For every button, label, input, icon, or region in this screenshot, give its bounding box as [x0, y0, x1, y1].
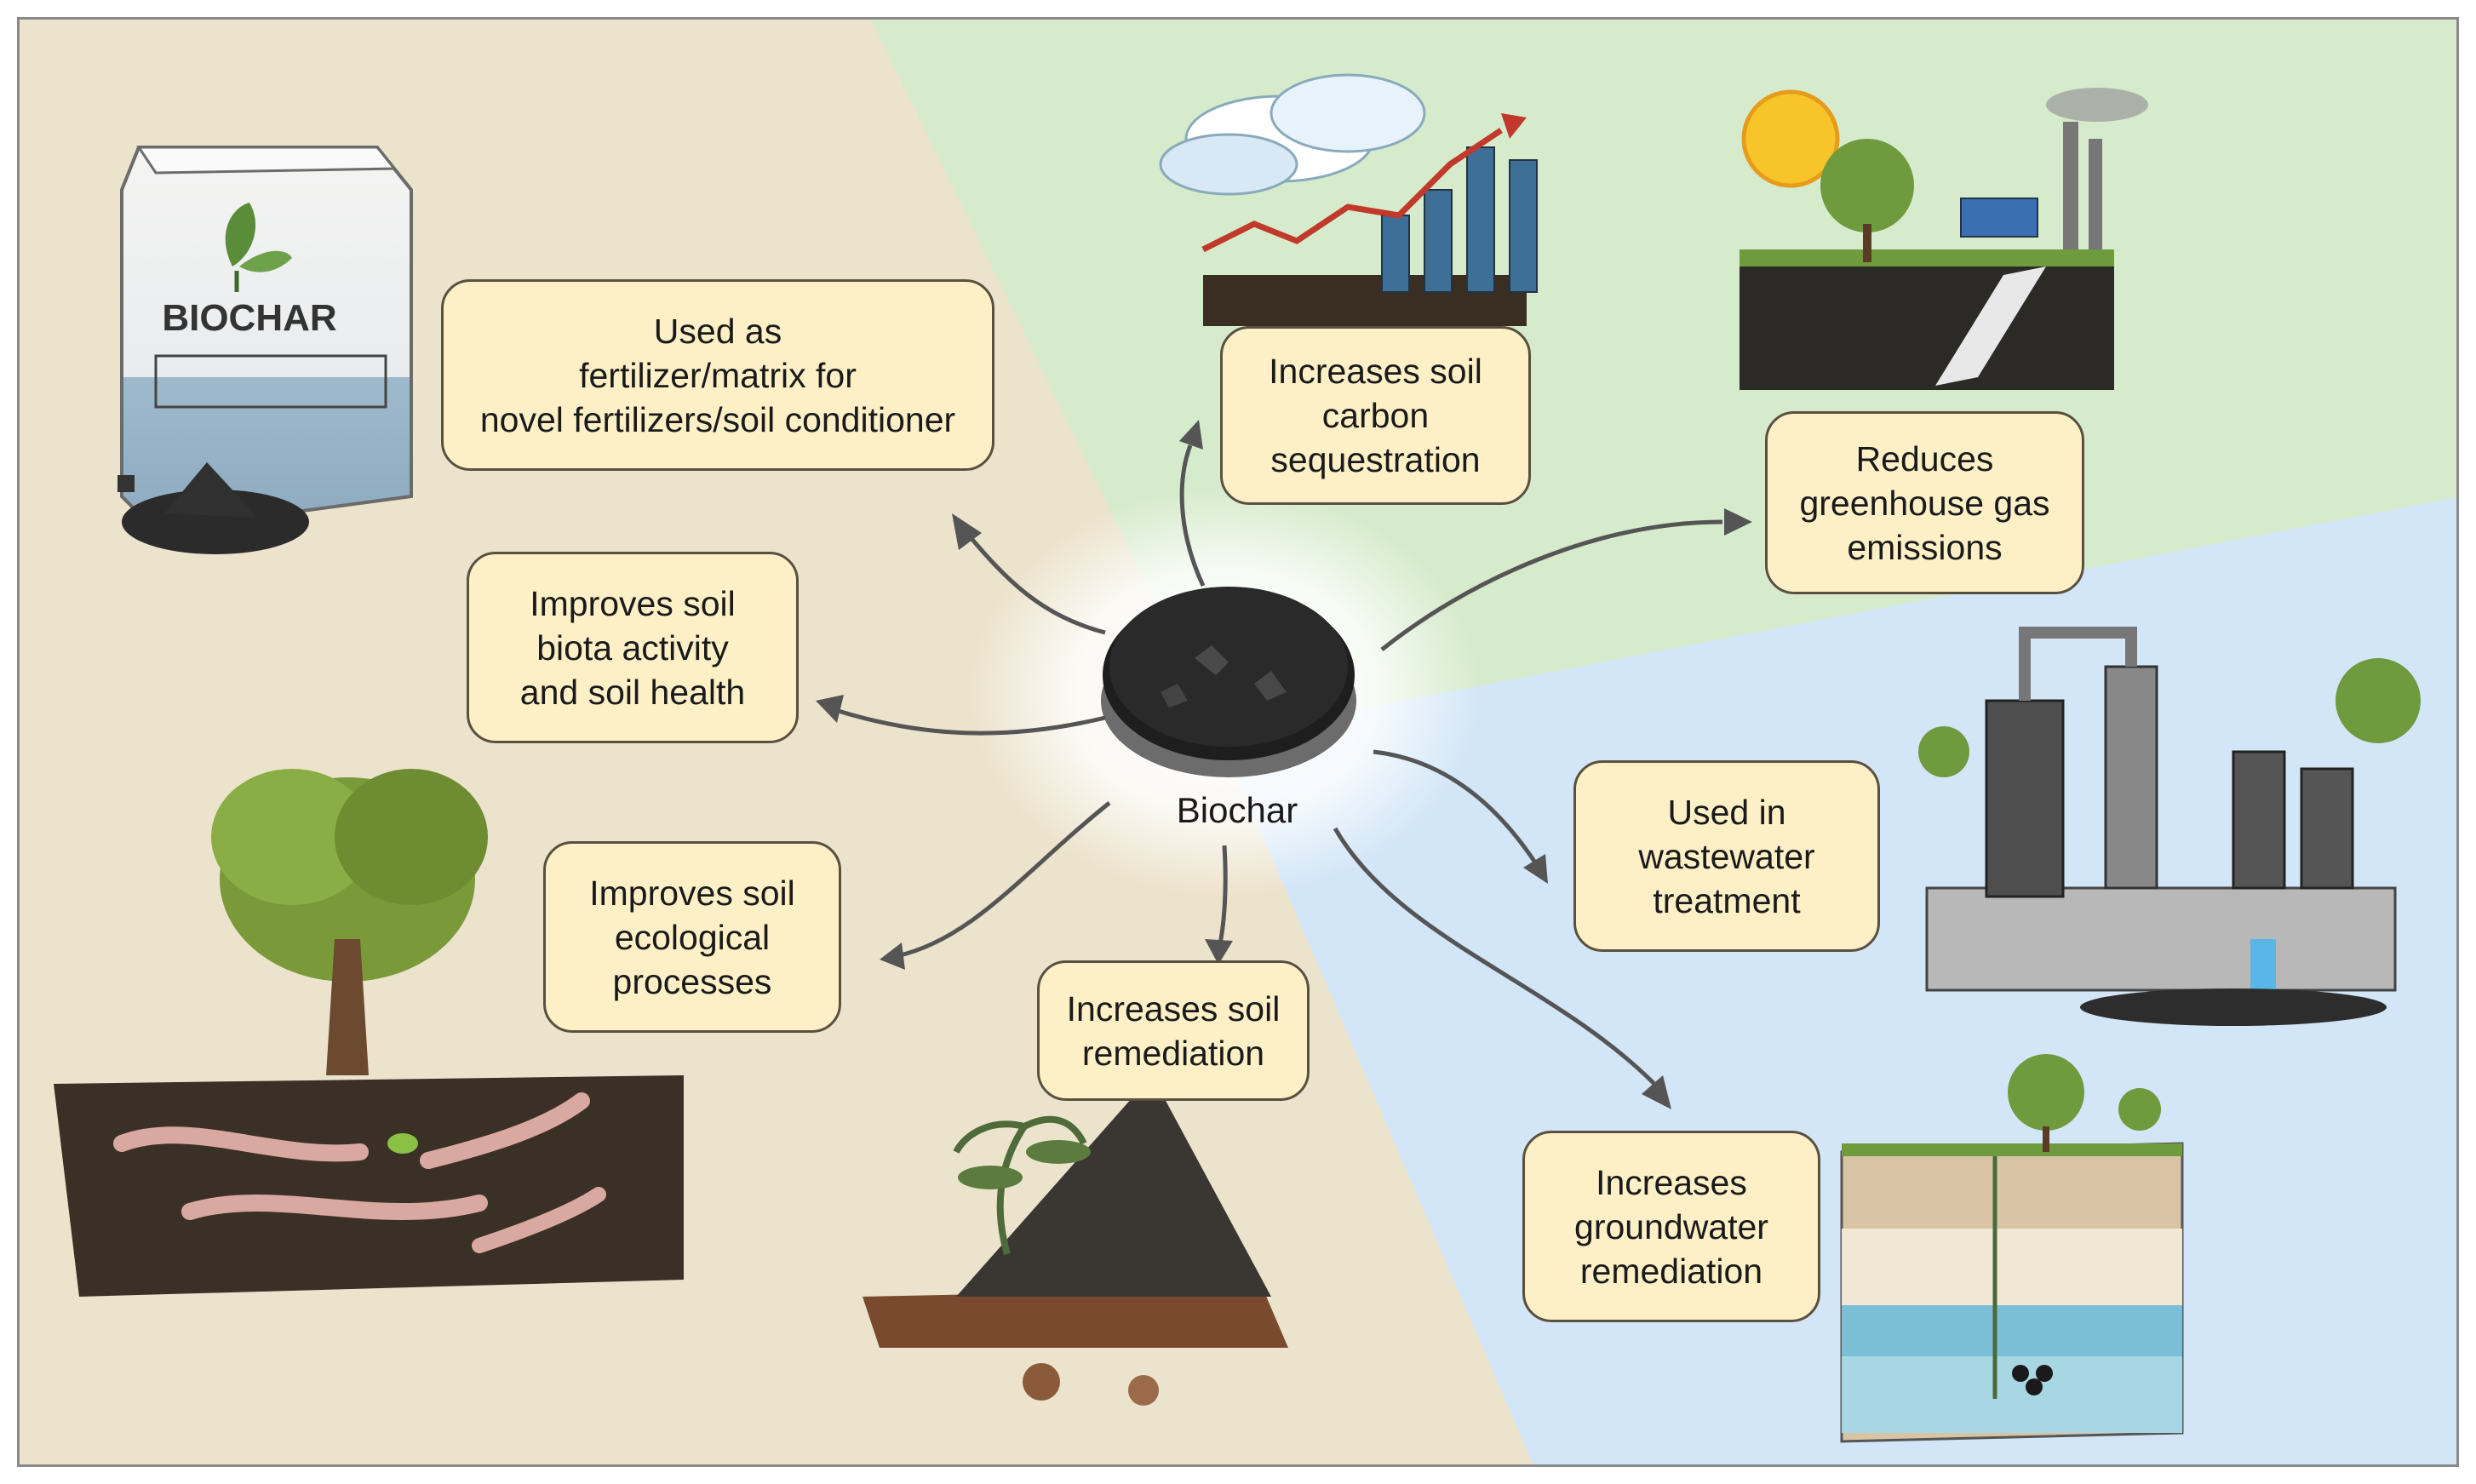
- arrow-wastewater: [1373, 749, 1548, 884]
- benefit-biota: Improves soil biota activity and soil he…: [467, 552, 799, 743]
- groundwater-illustration: [1840, 1054, 2184, 1443]
- arrow-remediation: [1205, 845, 1233, 965]
- biochar-bag-illustration: [117, 146, 413, 554]
- benefit-remediation: Increases soil remediation: [1037, 960, 1310, 1101]
- arrow-ecological: [880, 801, 1111, 970]
- tree-earthworm-illustration: [54, 769, 684, 1297]
- biochar-dish-illustration: [1101, 587, 1356, 777]
- greenhouse-illustration: [1740, 88, 2148, 390]
- benefit-carbon: Increases soil carbon sequestration: [1220, 326, 1531, 505]
- arrow-groundwater: [1333, 827, 1671, 1109]
- benefit-groundwater: Increases groundwater remediation: [1522, 1131, 1820, 1322]
- diagram-frame: BIOCHAR: [17, 17, 2459, 1467]
- arrow-fertilizer: [952, 513, 1106, 635]
- wastewater-plant-illustration: [1918, 627, 2421, 1026]
- background-regions: BIOCHAR: [20, 20, 2456, 1464]
- bag-label: BIOCHAR: [162, 297, 336, 339]
- arrow-carbon: [1179, 420, 1206, 587]
- benefit-ecological: Improves soil ecological processes: [543, 841, 841, 1033]
- arrow-ghg: [1380, 508, 1752, 651]
- benefit-fertilizer: Used as fertilizer/matrix for novel fert…: [441, 279, 994, 471]
- soil-pile-illustration: [863, 1075, 1288, 1406]
- benefit-wastewater: Used in wastewater treatment: [1573, 760, 1880, 952]
- benefit-ghg: Reduces greenhouse gas emissions: [1765, 411, 2084, 594]
- center-label: Biochar: [1176, 790, 1298, 830]
- carbon-chart-illustration: [1159, 73, 1538, 326]
- arrow-biota: [816, 695, 1106, 736]
